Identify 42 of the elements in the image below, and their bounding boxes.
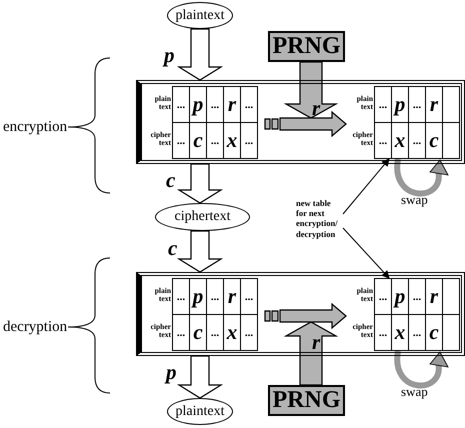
table-cell: ... (240, 122, 258, 159)
process-box: PRNG (268, 31, 345, 62)
arrow (342, 158, 390, 214)
section-label: decryption (3, 320, 68, 335)
arrow (284, 61, 338, 119)
ellipse-node: plaintext (167, 2, 233, 29)
arrow (176, 355, 224, 399)
edge-label: r (312, 98, 320, 119)
edge-label: swap (401, 385, 428, 398)
table-cell: ... (240, 86, 258, 123)
table-cell: ... (374, 314, 392, 351)
curved-arrow (394, 158, 449, 196)
edge-label: c (166, 170, 176, 191)
arrow (342, 228, 390, 279)
edge-label: p (166, 362, 176, 383)
edge-label: swap (401, 193, 428, 206)
curved-arrow (394, 350, 449, 388)
table-cell: ... (240, 278, 258, 315)
edge-label: c (168, 238, 178, 259)
arrow (176, 28, 224, 81)
arrow (264, 302, 347, 330)
table-cell: ... (374, 122, 392, 159)
arrow (284, 321, 338, 386)
table-cell: ... (172, 86, 190, 123)
table-cell: ... (172, 122, 190, 159)
panel (136, 272, 465, 356)
edge-label: r (312, 332, 320, 353)
edge-label: p (164, 45, 174, 66)
arrow (176, 230, 224, 273)
panel (136, 80, 465, 164)
table-cell: ... (240, 314, 258, 351)
section-label: encryption (3, 120, 68, 135)
table-cell: ... (374, 278, 392, 315)
arrow (264, 110, 347, 138)
ellipse-node: plaintext (167, 398, 233, 425)
arrow (176, 163, 224, 204)
ellipse-node: ciphertext (155, 203, 250, 231)
process-box: PRNG (268, 385, 345, 416)
table-cell: ... (172, 314, 190, 351)
table-cell: ... (374, 86, 392, 123)
note-text: new table for next encryption/ decryption (296, 198, 341, 239)
table-cell: ... (172, 278, 190, 315)
